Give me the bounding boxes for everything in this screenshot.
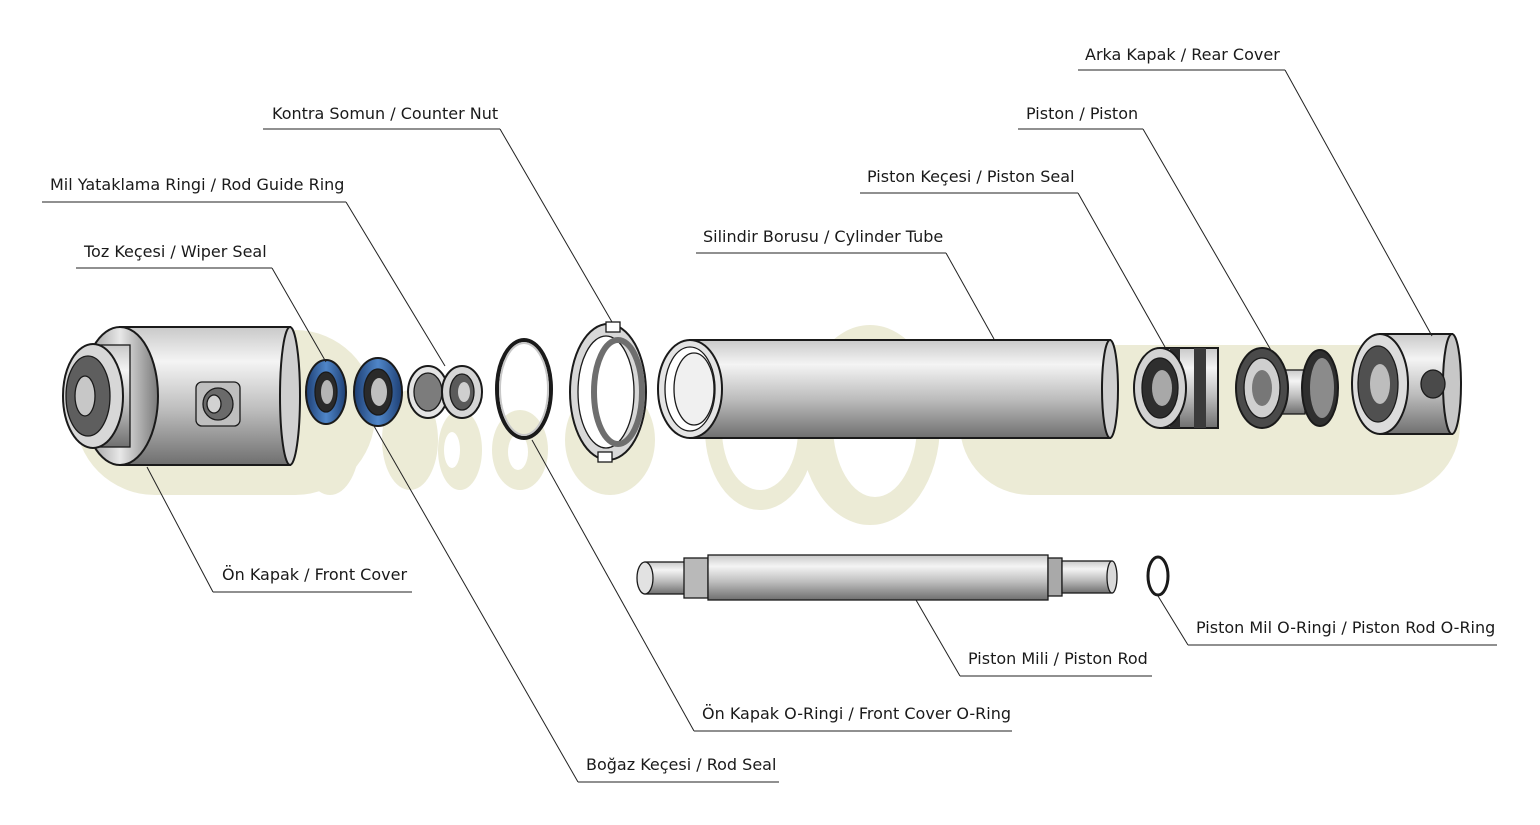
piston-rod-part — [636, 554, 1118, 601]
rear-cover-leader — [1284, 69, 1433, 337]
wiper-seal-part — [305, 359, 347, 425]
cylinder-tube-leader — [945, 252, 995, 340]
counter-nut-label: Kontra Somun / Counter Nut — [272, 104, 498, 123]
piston-rod-label: Piston Mili / Piston Rod — [968, 649, 1148, 668]
wiper-seal-leader — [271, 267, 327, 363]
front-cover-label: Ön Kapak / Front Cover — [222, 565, 407, 584]
front-cover-oring-leader — [531, 439, 695, 732]
callouts: Arka Kapak / Rear Cover Piston / Piston … — [42, 45, 1497, 783]
front-cover-oring-part — [495, 338, 553, 440]
counter-nut-leader — [499, 128, 613, 323]
rod-seal-part — [353, 357, 403, 427]
counter-nut-part — [569, 321, 647, 463]
front-cover-oring-label: Ön Kapak O-Ringi / Front Cover O-Ring — [702, 704, 1011, 723]
rear-cover-label: Arka Kapak / Rear Cover — [1085, 45, 1280, 64]
piston-seal-part — [1133, 347, 1219, 429]
cylinder-tube-part — [657, 339, 1119, 439]
piston-leader — [1142, 128, 1273, 353]
front-cover-leader — [146, 466, 214, 593]
piston-rod-leader — [915, 599, 961, 677]
wiper-seal-label: Toz Keçesi / Wiper Seal — [83, 242, 267, 261]
piston-seal-leader — [1077, 192, 1166, 348]
rod-guide-ring-part — [407, 365, 483, 419]
cylinder-tube-label: Silindir Borusu / Cylinder Tube — [703, 227, 943, 246]
piston-part — [1235, 347, 1339, 429]
rod-seal-label: Boğaz Keçesi / Rod Seal — [586, 755, 776, 774]
piston-rod-oring-part — [1146, 555, 1170, 597]
rod-seal-leader — [373, 425, 579, 783]
rod-guide-ring-leader — [345, 201, 446, 367]
front-cover-part — [62, 326, 301, 466]
rod-guide-ring-label: Mil Yataklama Ringi / Rod Guide Ring — [50, 175, 344, 194]
rear-cover-part — [1351, 333, 1462, 435]
piston-seal-label: Piston Keçesi / Piston Seal — [867, 167, 1075, 186]
piston-rod-oring-leader — [1157, 595, 1189, 646]
piston-rod-oring-label: Piston Mil O-Ringi / Piston Rod O-Ring — [1196, 618, 1495, 637]
piston-label: Piston / Piston — [1026, 104, 1138, 123]
